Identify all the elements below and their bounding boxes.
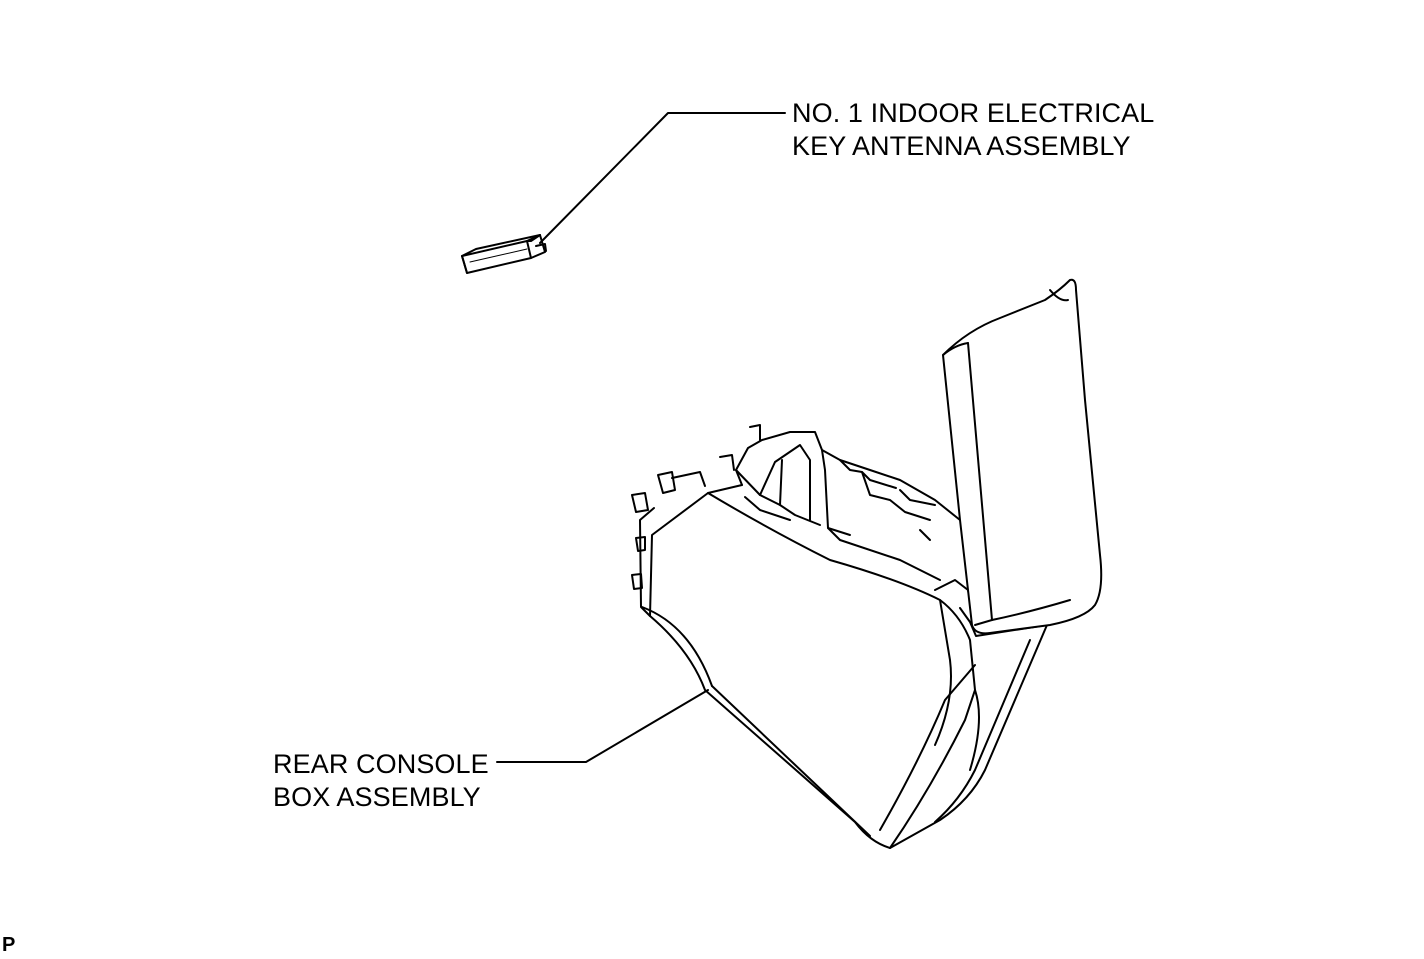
console-label-line-1: REAR CONSOLE [273,749,489,779]
console-leader-line [497,690,708,762]
antenna-leader-line [540,113,785,243]
console-label-line-2: BOX ASSEMBLY [273,782,481,812]
antenna-part-drawing [462,235,546,273]
console-box-label: REAR CONSOLE BOX ASSEMBLY [273,748,489,814]
console-box-drawing [632,280,1101,848]
antenna-label-line-2: KEY ANTENNA ASSEMBLY [792,131,1131,161]
antenna-label-line-1: NO. 1 INDOOR ELECTRICAL [792,98,1155,128]
figure-code: P [2,934,16,956]
antenna-assembly-label: NO. 1 INDOOR ELECTRICAL KEY ANTENNA ASSE… [792,97,1154,163]
